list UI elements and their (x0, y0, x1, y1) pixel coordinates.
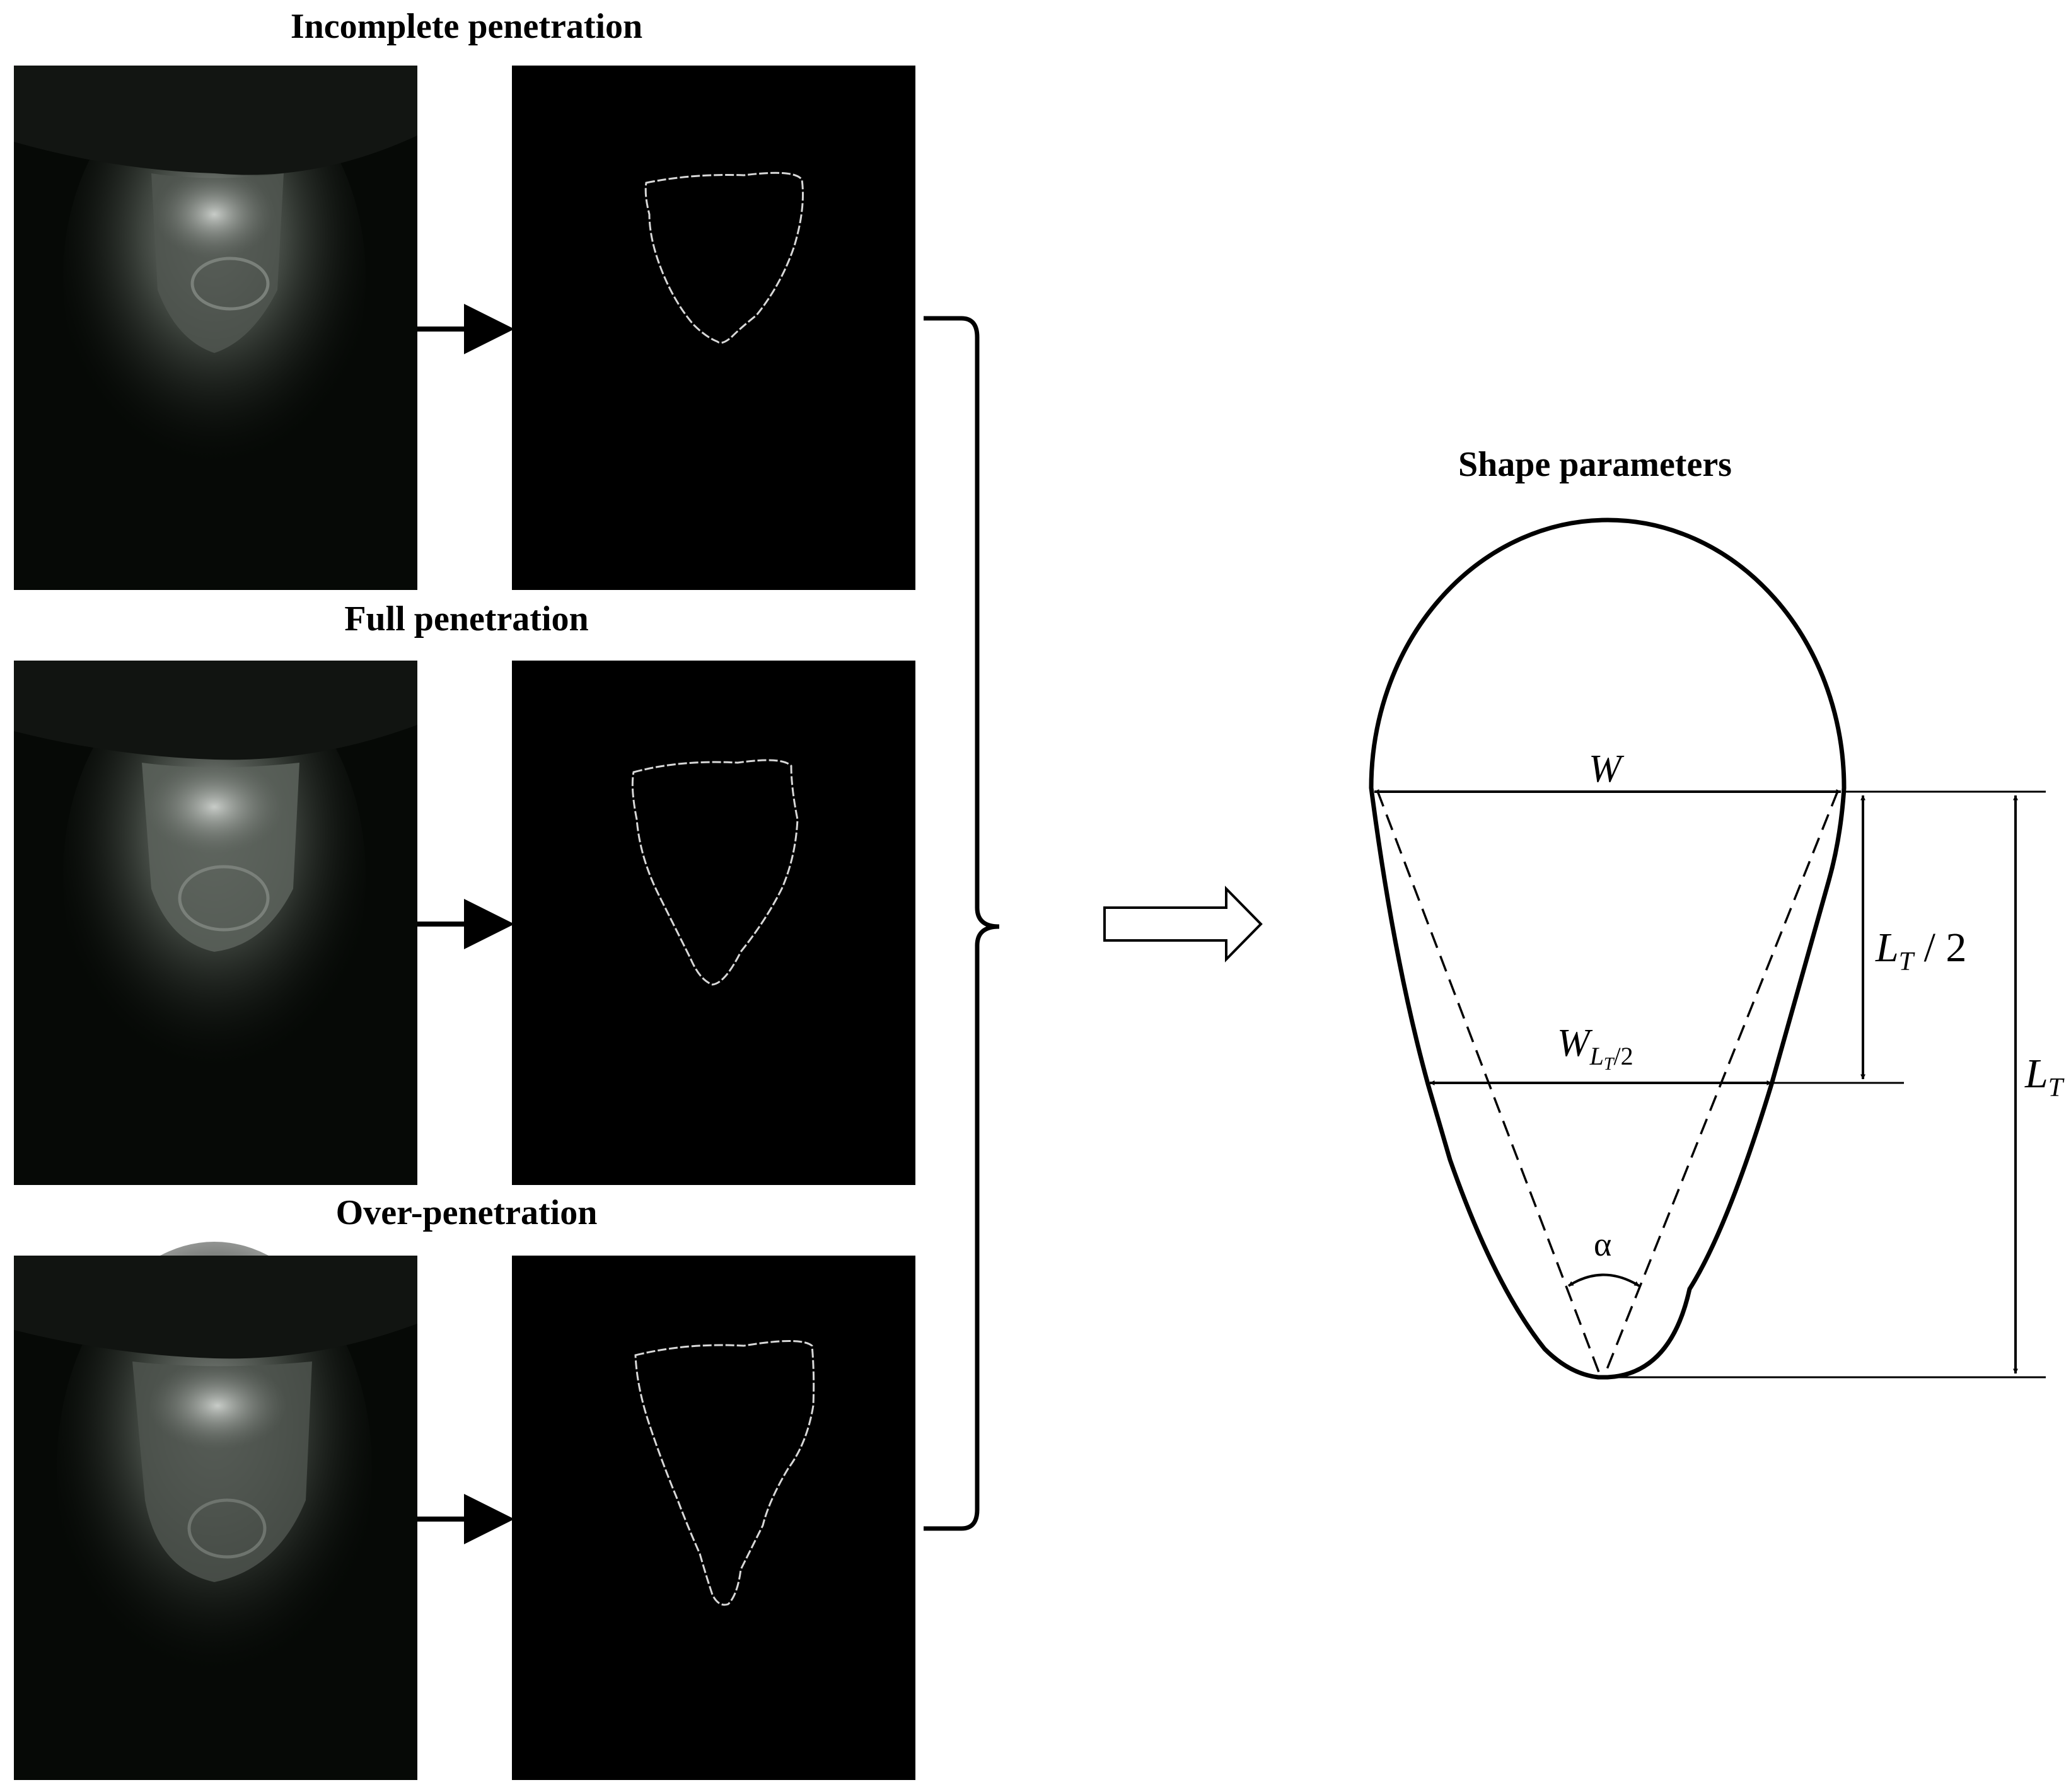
label-lt: LT (2024, 1051, 2065, 1102)
title-shape-parameters: Shape parameters (1458, 445, 1732, 484)
contour-full (512, 661, 915, 1185)
angle-arc (1567, 1273, 1640, 1287)
label-w: W (1589, 748, 1625, 790)
grouping-brace (924, 316, 1000, 1531)
label-lt-half: LT / 2 (1875, 925, 1966, 976)
contour-over (512, 1256, 915, 1780)
title-incomplete-penetration: Incomplete penetration (290, 7, 643, 46)
contour-incomplete (512, 66, 915, 590)
photo-full (14, 661, 417, 1185)
shape-diagram: W WLT/2 LT / 2 LT α (1369, 517, 2065, 1380)
photo-incomplete (14, 66, 417, 590)
label-alpha: α (1594, 1225, 1611, 1263)
title-full-penetration: Full penetration (344, 599, 589, 639)
title-over-penetration: Over-penetration (335, 1193, 598, 1232)
hollow-arrow (1103, 886, 1263, 962)
photo-over (14, 1242, 417, 1780)
label-w-half: WLT/2 (1557, 1022, 1633, 1074)
